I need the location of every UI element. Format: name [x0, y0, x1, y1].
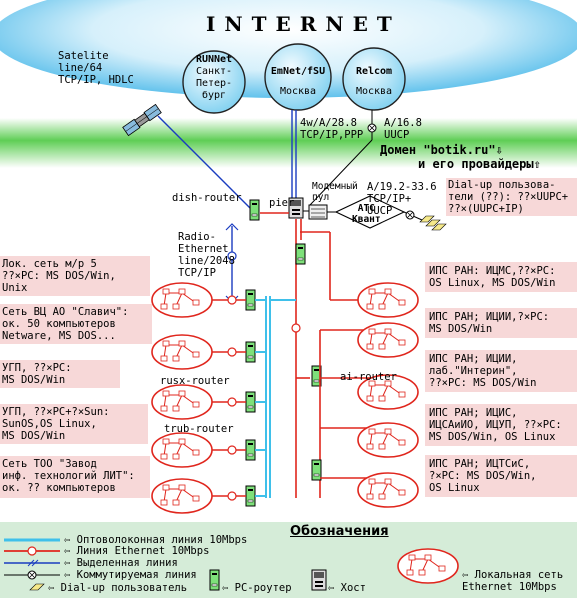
router-icon	[245, 391, 256, 413]
lan-icon	[151, 334, 213, 370]
right-network-1-text: ИПС РАН: ИЦМС,??×PC: OS Linux, MS DOS/Wi…	[429, 265, 556, 289]
host-icon	[311, 569, 327, 591]
router-icon	[209, 569, 220, 591]
legend-host: ⇦ Хост	[328, 582, 366, 594]
runnet-city: Санкт- Петер- бург	[195, 66, 233, 101]
lan-icon	[151, 478, 213, 514]
satellite-icon	[122, 103, 162, 137]
router-icon	[245, 289, 256, 311]
dialup-link-label: A/19.2-33.6 TCP/IP+ UUCP	[367, 181, 437, 217]
satellite-link	[157, 115, 251, 209]
right-network-5-text: ИПС РАН; ИЦТСиС, ?×PC: MS DOS/Win, OS Li…	[429, 458, 537, 494]
lan-icon	[357, 322, 419, 358]
right-network-5: ИПС РАН; ИЦТСиС, ?×PC: MS DOS/Win, OS Li…	[425, 455, 577, 497]
left-network-2-text: Сеть ВЦ АО "Славич": ок. 50 компьютеров …	[2, 306, 129, 342]
domain-line-1: Домен "botik.ru"⇩	[380, 143, 503, 157]
left-network-1-text: Лок. сеть м/р 5 ??×PC: MS DOS/Win, Unix	[2, 258, 116, 294]
legend-leased: ⇦ Выделенная линия	[64, 557, 178, 569]
modem-pool-icon	[308, 204, 328, 220]
radio-ethernet-label: Radio- Ethernet line/2048 TCP/IP	[178, 231, 235, 279]
left-network-5-text: Сеть ТОО "Завод инф. технологий ЛИТ": ок…	[2, 458, 135, 494]
runnet-name: RUNNet	[195, 54, 233, 65]
satellite-label: Satelite line/64 TCP/IP, HDLC	[58, 50, 134, 86]
lan-icon	[357, 422, 419, 458]
emnet-link-label: 4w/A/28.8 TCP/IP,PPP	[300, 117, 364, 141]
right-network-1: ИПС РАН: ИЦМС,??×PC: OS Linux, MS DOS/Wi…	[425, 262, 577, 292]
relcom-node: Relcom Москва	[346, 66, 402, 98]
left-network-2: Сеть ВЦ АО "Славич": ок. 50 компьютеров …	[0, 304, 152, 344]
router-icon	[245, 439, 256, 461]
legend-area	[0, 522, 577, 598]
ats-label: АТС Квант	[352, 203, 381, 225]
trub-router-label: trub-router	[164, 423, 234, 435]
pier-label: pier	[269, 197, 295, 209]
lan-icon	[151, 384, 213, 420]
right-network-3-text: ИПС РАН; ИЦИИ, лаб."Интерин", ??×PC: MS …	[429, 353, 537, 389]
legend-dialup: ⇦ Dial-up пользователь	[48, 582, 188, 594]
relcom-node-circle	[342, 47, 406, 111]
internet-title: INTERNET	[206, 12, 401, 36]
emnet-name: EmNet/fSU	[270, 66, 326, 77]
lan-icon	[357, 472, 419, 508]
legend-fiber: ⇦ Оптоволоконная линия 10Mbps	[64, 534, 248, 546]
right-network-2: ИПС РАН; ИЦИИ,?×PC: MS DOS/Win	[425, 308, 577, 338]
right-network-3: ИПС РАН; ИЦИИ, лаб."Интерин", ??×PC: MS …	[425, 350, 577, 392]
right-network-2-text: ИПС РАН; ИЦИИ,?×PC: MS DOS/Win	[429, 311, 550, 335]
ai-router-label: ai-router	[340, 371, 397, 383]
dialup-users-text: Dial-up пользова- тели (??): ??×UUPC+ ??…	[448, 179, 569, 215]
legend-router: ⇦ PC-роутер	[222, 582, 292, 594]
router-icon	[295, 243, 306, 265]
relcom-link-label: A/16.8 UUCP	[384, 117, 422, 141]
left-network-4: УГП, ??×PC+?×Sun: SunOS,OS Linux, MS DOS…	[0, 404, 148, 444]
rusx-router-label: rusx-router	[160, 375, 230, 387]
router-icon	[311, 459, 322, 481]
emnet-city: Москва	[279, 86, 317, 97]
lan-icon	[397, 548, 459, 584]
left-network-1: Лок. сеть м/р 5 ??×PC: MS DOS/Win, Unix	[0, 256, 150, 296]
modem-pool-label: Модемный пул	[312, 181, 358, 203]
router-icon	[245, 485, 256, 507]
dish-router-label: dish-router	[172, 192, 242, 204]
legend-title: Обозначения	[290, 524, 389, 539]
left-network-4-text: УГП, ??×PC+?×Sun: SunOS,OS Linux, MS DOS…	[2, 406, 110, 442]
lan-icon	[151, 282, 213, 318]
left-network-3-text: УГП, ??×PC: MS DOS/Win	[2, 362, 72, 386]
relcom-name: Relcom	[355, 66, 393, 77]
right-network-4-text: ИПС РАН; ИЦИС, ИЦСАиИО, ИЦУП, ??×PC: MS …	[429, 407, 562, 443]
lan-icon	[151, 432, 213, 468]
domain-line-2: и его провайдеры⇧	[418, 157, 541, 171]
emnet-node-circle	[264, 43, 332, 111]
dialup-users-box: Dial-up пользова- тели (??): ??×UUPC+ ??…	[446, 178, 577, 216]
relcom-city: Москва	[355, 86, 393, 97]
emnet-node: EmNet/fSU Москва	[265, 66, 331, 98]
lan-icon	[357, 282, 419, 318]
runnet-node: RUNNet Санкт- Петер- бург	[186, 54, 242, 102]
domain-band	[0, 118, 577, 168]
runnet-node-circle	[182, 50, 246, 114]
router-icon	[245, 341, 256, 363]
left-network-5: Сеть ТОО "Завод инф. технологий ЛИТ": ок…	[0, 456, 150, 498]
legend-switched: ⇦ Коммутируемая линия	[64, 569, 197, 581]
right-network-4: ИПС РАН; ИЦИС, ИЦСАиИО, ИЦУП, ??×PC: MS …	[425, 404, 577, 446]
ats-diamond	[334, 195, 406, 229]
router-icon	[249, 199, 260, 221]
dialup-users-icon	[419, 215, 447, 231]
legend-ethernet: ⇦ Линия Ethernet 10Mbps	[64, 545, 210, 557]
left-network-3: УГП, ??×PC: MS DOS/Win	[0, 360, 120, 388]
legend-lan: ⇦ Локальная сеть Ethernet 10Mbps	[462, 569, 564, 593]
